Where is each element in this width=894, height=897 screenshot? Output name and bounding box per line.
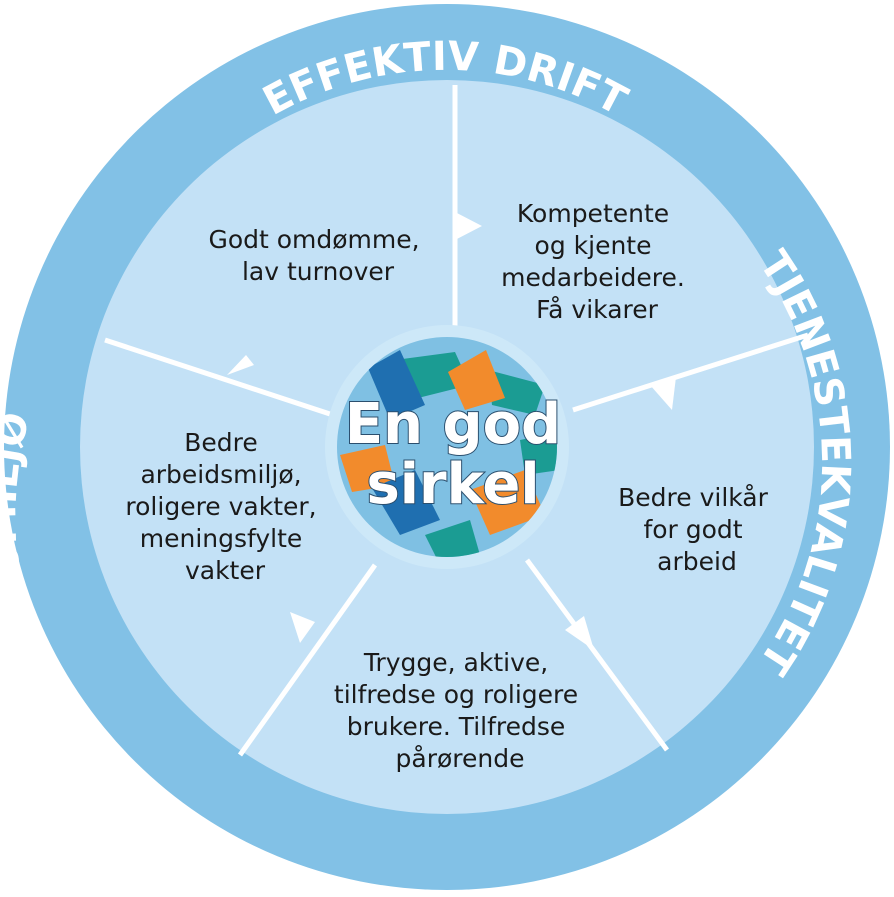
segment-text-2: Kompetente og kjente medarbeidere. Få vi… <box>501 199 693 324</box>
divider-lower-right <box>524 558 670 752</box>
segment-4-line-1: Trygge, aktive, <box>363 648 548 677</box>
segment-5-line-5: vakter <box>185 556 266 585</box>
segment-1-line-2: lav turnover <box>242 257 395 286</box>
hand-orange-right-icon <box>470 470 545 535</box>
hub-title-line-1: En god <box>345 392 561 457</box>
hand-blue-bottom-icon <box>372 470 440 535</box>
hand-orange-left-icon <box>340 445 395 492</box>
segment-dividers <box>104 85 809 757</box>
segment-5-line-4: meningsfylte <box>140 524 303 553</box>
arrow-left-icon <box>290 612 315 643</box>
hub-title-line-2: sirkel <box>366 452 539 517</box>
segment-text-5: Bedre arbeidsmiljø, roligere vakter, men… <box>125 428 324 585</box>
segment-3-line-2: for godt <box>643 515 742 544</box>
arrow-down-left-icon <box>565 616 594 650</box>
arrow-up-left-icon <box>227 355 254 375</box>
hand-teal-right-icon <box>488 370 545 415</box>
hand-teal-bottom-icon <box>425 520 480 557</box>
segment-2-line-2: og kjente <box>535 231 652 260</box>
divider-right <box>572 332 809 413</box>
flow-arrows <box>227 212 676 650</box>
segment-3-line-1: Bedre vilkår <box>618 483 769 512</box>
segment-4-line-3: brukere. Tilfredse <box>347 712 566 741</box>
segment-text-1: Godt omdømme, lav turnover <box>208 225 427 286</box>
arrow-right-icon <box>455 212 482 240</box>
segment-5-line-3: roligere vakter, <box>125 492 316 521</box>
joined-hands-icon <box>340 350 557 557</box>
hub: En god sirkel <box>325 325 569 569</box>
segment-3-line-3: arbeid <box>657 547 737 576</box>
hand-teal-right-low-icon <box>520 432 557 475</box>
arrow-down-right-icon <box>650 377 676 410</box>
segment-1-line-1: Godt omdømme, <box>208 225 419 254</box>
segment-2-line-4: Få vikarer <box>536 295 659 324</box>
divider-lower-left <box>237 563 378 757</box>
segment-text-4: Trygge, aktive, tilfredse og roligere br… <box>334 648 586 773</box>
divider-left <box>104 337 334 418</box>
segment-4-line-4: pårørende <box>396 744 525 773</box>
segment-5-line-2: arbeidsmiljø, <box>140 460 301 489</box>
segment-5-line-1: Bedre <box>184 428 258 457</box>
segment-text-3: Bedre vilkår for godt arbeid <box>618 483 776 576</box>
hand-blue-left-icon <box>368 350 425 420</box>
segment-2-line-1: Kompetente <box>517 199 669 228</box>
hand-orange-top-icon <box>448 350 505 410</box>
segment-2-line-3: medarbeidere. <box>501 263 685 292</box>
segment-4-line-2: tilfredse og roligere <box>334 680 578 709</box>
